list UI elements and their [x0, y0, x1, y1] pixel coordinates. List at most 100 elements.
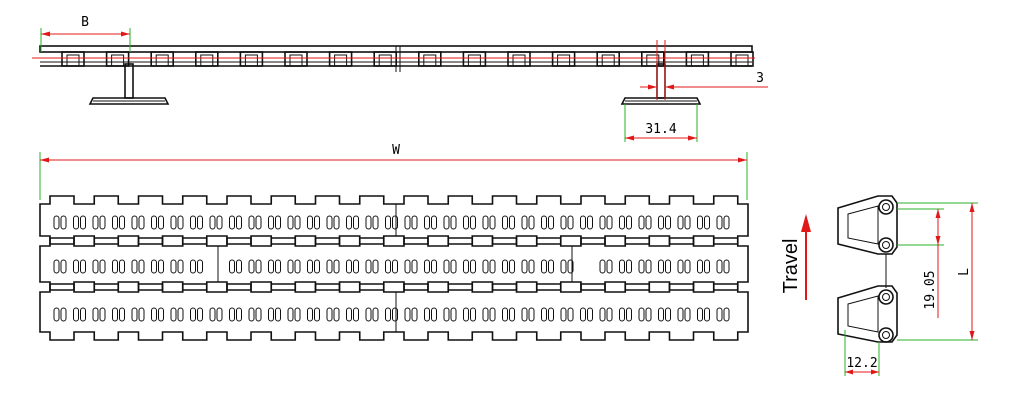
belt-slot-pair	[424, 215, 437, 230]
dimension-b: B	[40, 15, 131, 52]
dimension-19-05-label: 19.05	[923, 270, 938, 309]
belt-slot-pair	[404, 259, 418, 274]
belt-slot-pair	[580, 215, 593, 230]
belt-slot-pair	[326, 259, 340, 274]
belt-slot-pair	[307, 215, 320, 230]
belt-slot-pair	[53, 259, 67, 274]
belt-slot-pair	[229, 215, 242, 230]
belt-slot-pair	[677, 259, 691, 274]
belt-slot-pair	[560, 215, 574, 230]
top-module-outline	[39, 45, 754, 72]
belt-slot-pair	[112, 215, 125, 230]
belt-slot-pair	[580, 307, 593, 322]
dimension-b-label: B	[81, 15, 89, 30]
top-flight	[462, 51, 487, 67]
belt-slot-pair	[482, 307, 496, 322]
belt-slot-pair	[599, 215, 613, 230]
belt-slot-pair	[248, 215, 262, 230]
top-view: B 3 31.4	[32, 15, 768, 142]
belt-slot-pair	[92, 259, 106, 274]
belt-slot-pair	[92, 307, 106, 322]
belt-slot-pair	[619, 307, 632, 322]
belt-slot-pair	[541, 259, 554, 274]
belt-slot-pair	[170, 307, 184, 322]
belt-slot-pair	[268, 307, 281, 322]
belt-slot-pair	[53, 215, 67, 230]
belt-slot-pair	[463, 215, 476, 230]
belt-slot-pair	[541, 307, 554, 322]
belt-slot-pair	[287, 215, 301, 230]
belt-slot-pair	[677, 215, 691, 230]
belt-slot-pair	[443, 259, 457, 274]
belt-slot-pair	[463, 307, 476, 322]
belt-slot-pair	[677, 307, 691, 322]
belt-slot-pair	[73, 215, 86, 230]
belt-slot-pair	[190, 215, 203, 230]
belt-slot-pair	[424, 307, 437, 322]
belt-slot-pair	[521, 259, 535, 274]
belt-slot-pair	[560, 307, 574, 322]
top-flight	[417, 51, 442, 67]
dimension-19-05: 19.05	[923, 209, 941, 318]
dimension-31-4-label: 31.4	[645, 122, 676, 137]
dimension-l: L	[957, 203, 975, 340]
belt-slot-pair	[463, 259, 476, 274]
belt-slot-pair	[248, 259, 262, 274]
belt-slot-pair	[502, 307, 515, 322]
belt-slot-pair	[619, 215, 632, 230]
belt-slot-pair	[385, 215, 398, 230]
top-flight	[105, 51, 130, 67]
belt-slot-pair	[404, 307, 418, 322]
travel-indicator: Travel	[780, 214, 811, 300]
belt-slot-pair	[326, 215, 340, 230]
top-flight	[328, 51, 353, 67]
belt-slot-pair	[716, 215, 730, 230]
top-flight	[373, 51, 398, 67]
belt-slot-pair	[112, 259, 125, 274]
belt-slot-pair	[365, 259, 379, 274]
belt-slot-pair	[287, 307, 301, 322]
belt-slot-pair	[287, 259, 301, 274]
belt-rows	[39, 195, 749, 341]
belt-slot-pair	[170, 259, 184, 274]
belt-row	[39, 195, 749, 245]
belt-slot-pair	[716, 307, 730, 322]
top-flight	[730, 51, 754, 67]
belt-slot-pair	[151, 215, 164, 230]
travel-label: Travel	[780, 239, 802, 294]
belt-slot-pair	[307, 307, 320, 322]
dimension-l-label: L	[957, 268, 972, 276]
top-flight	[284, 51, 308, 67]
belt-slot-pair	[73, 307, 86, 322]
belt-slot-pair	[53, 307, 67, 322]
dimension-w-label: W	[392, 143, 400, 158]
right-support-post	[620, 63, 702, 105]
top-flight	[507, 51, 531, 67]
belt-slot-pair	[482, 215, 496, 230]
belt-slot-pair	[638, 307, 652, 322]
top-flight	[239, 51, 264, 67]
belt-slot-pair	[697, 307, 710, 322]
top-flight	[195, 51, 219, 67]
top-flight	[685, 51, 710, 67]
belt-slot-pair	[658, 259, 671, 274]
belt-plan-view	[39, 195, 749, 341]
belt-slot-pair	[404, 215, 418, 230]
top-flight	[61, 51, 85, 67]
dimension-12-2: 12.2	[844, 330, 880, 376]
top-flight	[150, 51, 174, 67]
belt-slot-pair	[424, 259, 437, 274]
belt-slot-pair	[346, 215, 359, 230]
belt-slot-pair	[268, 215, 281, 230]
belt-slot-pair	[268, 259, 281, 274]
belt-slot-pair	[385, 259, 398, 274]
dimension-3: 3	[640, 40, 768, 100]
top-flight	[640, 51, 665, 67]
belt-slot-pair	[658, 215, 671, 230]
dimension-31-4: 31.4	[624, 104, 698, 142]
belt-slot-pair	[521, 307, 535, 322]
belt-slot-pair	[151, 259, 164, 274]
belt-slot-pair	[92, 215, 106, 230]
belt-slot-pair	[229, 259, 242, 274]
